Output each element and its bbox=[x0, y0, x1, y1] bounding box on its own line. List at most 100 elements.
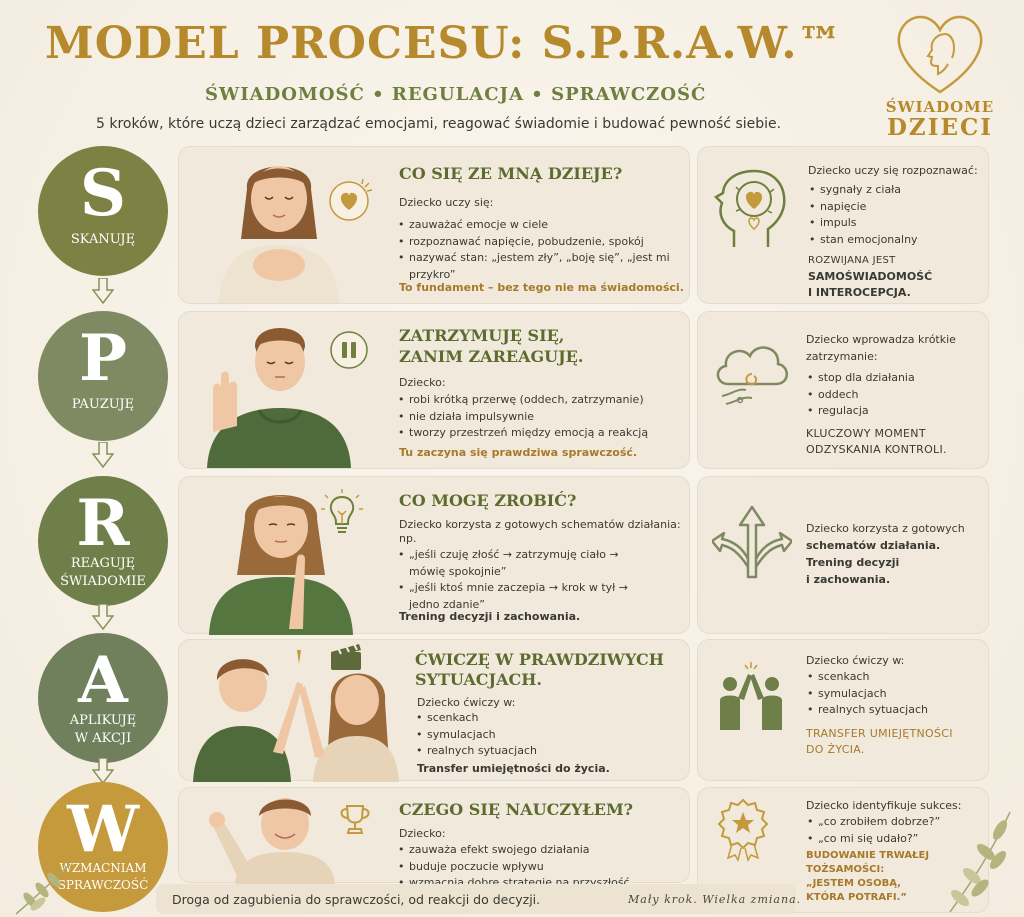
list-item: realnych sytuacjach bbox=[415, 743, 537, 760]
page-subtitle: ŚWIADOMOŚĆ • REGULACJA • SPRAWCZOŚĆ bbox=[205, 84, 707, 105]
branching-arrows-icon bbox=[712, 505, 792, 579]
leaf-branch-left-icon bbox=[15, 865, 69, 915]
list-item: buduje poczucie wpływu bbox=[397, 859, 630, 876]
step-w-side-intro: Dziecko identyfikuje sukces: bbox=[806, 799, 962, 812]
example-line: „jeśli ktoś mnie zaczepia → krok w tył → bbox=[409, 581, 629, 594]
step-p-intro: Dziecko: bbox=[399, 376, 446, 389]
star-badge-icon bbox=[717, 798, 769, 862]
step-a-side-caps-1: TRANSFER UMIEJĘTNOŚCI bbox=[806, 727, 953, 740]
list-item: „co zrobiłem dobrze?” bbox=[806, 814, 940, 831]
step-a-bullets: scenkach symulacjach realnych sytuacjach bbox=[415, 710, 537, 760]
example-line: „jeśli czuję złość → zatrzymuję ciało → bbox=[409, 548, 619, 561]
lightbulb-icon bbox=[321, 489, 363, 533]
list-item: regulacja bbox=[806, 403, 915, 420]
step-p-circle: P PAUZUJĘ bbox=[38, 311, 168, 441]
step-w-side-caps-1: BUDOWANIE TRWAŁEJ bbox=[806, 850, 930, 861]
boy-stop-hand-image bbox=[207, 328, 351, 468]
list-item: symulacjach bbox=[415, 727, 537, 744]
clapperboard-icon bbox=[331, 643, 361, 670]
step-a-circle: A APLIKUJĘ W AKCJI bbox=[38, 633, 168, 763]
footer-motto: Mały krok. Wielka zmiana. bbox=[628, 893, 802, 906]
list-item: napięcie bbox=[808, 199, 918, 216]
step-s-card: CO SIĘ ZE MNĄ DZIEJE? Dziecko uczy się: … bbox=[178, 146, 690, 304]
step-letter: R bbox=[76, 486, 130, 561]
logo-text-bottom: DZIECI bbox=[886, 114, 994, 141]
step-a-side-card: Dziecko ćwiczy w: scenkach symulacjach r… bbox=[697, 639, 989, 781]
step-w-side-caps-2: TOŻSAMOŚCI: bbox=[806, 864, 885, 875]
step-word: SKANUJĘ bbox=[70, 232, 136, 247]
step-a-side-intro: Dziecko ćwiczy w: bbox=[806, 654, 905, 667]
list-item: tworzy przestrzeń między emocją a reakcj… bbox=[397, 425, 648, 442]
heart-face-logo-icon bbox=[897, 15, 983, 94]
step-r-side-line-2: schematów działania. bbox=[806, 539, 941, 552]
step-w-title: CZEGO SIĘ NAUCZYŁEM? bbox=[399, 800, 634, 819]
step-letter: S bbox=[79, 156, 127, 231]
page-tagline: 5 kroków, które uczą dzieci zarządzać em… bbox=[96, 116, 782, 132]
step-p-side-bullets: stop dla działania oddech regulacja bbox=[806, 370, 915, 420]
step-s-note: To fundament – bez tego nie ma świadomoś… bbox=[399, 281, 684, 294]
list-item: impuls bbox=[808, 215, 918, 232]
list-item: scenkach bbox=[415, 710, 537, 727]
step-a-card: ĆWICZĘ W PRAWDZIWYCH SYTUACJACH. Dziecko… bbox=[178, 639, 690, 782]
list-item: nie działa impulsywnie bbox=[397, 409, 648, 426]
arrow-down-icon bbox=[92, 278, 114, 304]
list-item: zauważać emocje w ciele bbox=[397, 217, 689, 234]
list-item: rozpoznawać napięcie, pobudzenie, spokój bbox=[397, 234, 689, 251]
step-p-bullets: robi krótką przerwę (oddech, zatrzymanie… bbox=[397, 392, 648, 442]
step-r-side-line-4: i zachowania. bbox=[806, 573, 891, 586]
list-item: symulacjach bbox=[806, 686, 928, 703]
step-word-2: ŚWIADOMIE bbox=[60, 574, 146, 589]
girl-thinking-image bbox=[209, 495, 353, 635]
list-item: stan emocjonalny bbox=[808, 232, 918, 249]
step-s-side-caps-3: I INTEROCEPCJA. bbox=[808, 286, 911, 299]
step-p-note: Tu zaczyna się prawdziwa sprawczość. bbox=[399, 446, 638, 459]
heart-bubble-icon bbox=[329, 179, 373, 221]
step-p-title-2: ZANIM ZAREAGUJĘ. bbox=[399, 347, 584, 366]
arrow-down-icon bbox=[92, 604, 114, 630]
step-letter: P bbox=[78, 321, 128, 396]
step-s-bullets: zauważać emocje w ciele rozpoznawać napi… bbox=[397, 217, 689, 283]
footer-bar bbox=[156, 884, 796, 914]
kids-high-five-image bbox=[193, 650, 399, 782]
footer-slogan: Droga od zagubienia do sprawczości, od r… bbox=[172, 892, 541, 907]
step-word-1: WZMACNIAM bbox=[59, 861, 147, 875]
step-p-card: ZATRZYMUJĘ SIĘ, ZANIM ZAREAGUJĘ. Dziecko… bbox=[178, 311, 690, 469]
list-item: zauważa efekt swojego działania bbox=[397, 842, 630, 859]
step-s-title: CO SIĘ ZE MNĄ DZIEJE? bbox=[399, 164, 623, 183]
trophy-icon bbox=[340, 805, 370, 834]
step-w-side-caps-4: KTÓRA POTRAFI.” bbox=[806, 892, 908, 903]
arrow-down-icon bbox=[92, 442, 114, 468]
step-p-side-intro-2: zatrzymanie: bbox=[806, 350, 878, 363]
step-a-title-2: SYTUACJACH. bbox=[415, 670, 542, 689]
step-r-intro-2: np. bbox=[399, 532, 417, 545]
logo: ŚWIADOME DZIECI bbox=[880, 8, 1000, 141]
step-s-intro: Dziecko uczy się: bbox=[399, 196, 494, 209]
list-item: scenkach bbox=[806, 669, 928, 686]
people-high-five-icon bbox=[720, 662, 782, 730]
step-w-side-bullets: „co zrobiłem dobrze?” „co mi się udało?” bbox=[806, 814, 940, 847]
step-p-side-caps-2: ODZYSKANIA KONTROLI. bbox=[806, 443, 947, 456]
step-word-1: APLIKUJĘ bbox=[69, 713, 137, 728]
step-p-title-1: ZATRZYMUJĘ SIĘ, bbox=[399, 326, 565, 345]
step-a-title-1: ĆWICZĘ W PRAWDZIWYCH bbox=[415, 650, 664, 669]
step-s-side-card: Dziecko uczy się rozpoznawać: sygnały z … bbox=[697, 146, 989, 304]
step-p-side-caps-1: KLUCZOWY MOMENT bbox=[806, 427, 926, 440]
step-word-2: W AKCJI bbox=[74, 731, 132, 746]
step-r-side-line-1: Dziecko korzysta z gotowych bbox=[806, 522, 965, 535]
girl-hands-on-chest-image bbox=[219, 166, 339, 303]
list-item: nazywać stan: „jestem zły”, „boję się”, … bbox=[397, 250, 689, 283]
step-a-side-bullets: scenkach symulacjach realnych sytuacjach bbox=[806, 669, 928, 719]
step-a-intro: Dziecko ćwiczy w: bbox=[417, 696, 516, 709]
step-r-side-line-3: Trening decyzji bbox=[806, 556, 900, 569]
step-s-side-intro: Dziecko uczy się rozpoznawać: bbox=[808, 164, 978, 177]
step-r-note: Trening decyzji i zachowania. bbox=[399, 610, 581, 623]
step-w-intro: Dziecko: bbox=[399, 827, 446, 840]
step-r-examples: „jeśli czuję złość → zatrzymuję ciało → … bbox=[397, 547, 628, 613]
head-heart-icon bbox=[713, 169, 786, 247]
step-s-circle: S SKANUJĘ bbox=[38, 146, 168, 276]
arrow-down-icon bbox=[92, 758, 114, 784]
list-item: stop dla działania bbox=[806, 370, 915, 387]
list-item: realnych sytuacjach bbox=[806, 702, 928, 719]
pause-bubble-icon bbox=[330, 331, 368, 369]
